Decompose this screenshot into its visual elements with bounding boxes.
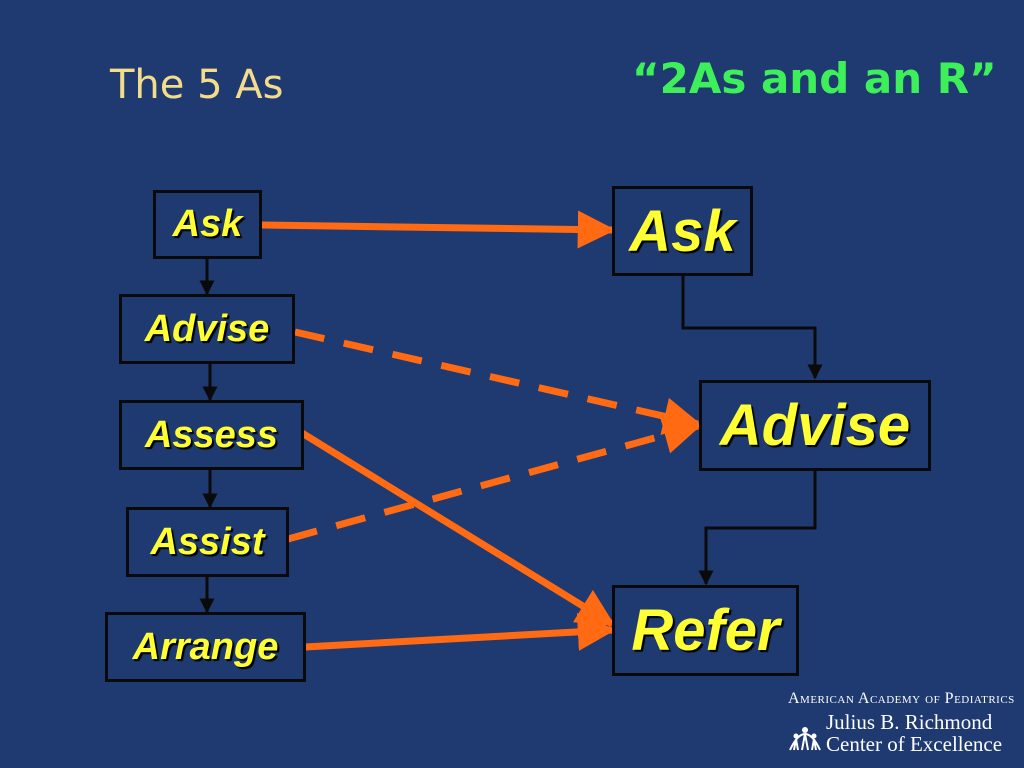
arrow-ask-to-ask — [261, 210, 616, 249]
node-right-ask-label: Ask — [629, 198, 736, 264]
node-right-ask: Ask — [612, 186, 753, 276]
node-left-arrange: Arrange — [105, 612, 306, 682]
arrow-advise-to-advise — [294, 328, 702, 435]
node-left-assess-label: Assess — [144, 413, 279, 456]
connector-right-ask-advise — [681, 275, 823, 380]
node-left-assess: Assess — [119, 400, 304, 470]
node-right-refer-label: Refer — [631, 598, 780, 663]
node-left-assist-label: Assist — [150, 520, 265, 563]
node-left-ask-label: Ask — [172, 203, 243, 245]
logo-organization: American Academy of Pediatrics — [788, 690, 1015, 707]
node-left-assist: Assist — [126, 507, 289, 577]
logo-center-line2: Center of Excellence — [826, 732, 1003, 756]
connector-right-advise-refer — [698, 470, 817, 586]
title-5as: The 5 As — [110, 62, 284, 108]
node-right-advise: Advise — [699, 380, 931, 471]
node-left-advise-label: Advise — [144, 307, 270, 350]
arrow-arrange-to-refer — [304, 612, 616, 651]
node-right-advise-label: Advise — [719, 393, 911, 458]
node-left-advise: Advise — [119, 294, 295, 364]
family-emblem-icon — [789, 727, 821, 751]
node-right-refer: Refer — [612, 585, 799, 676]
node-left-ask: Ask — [153, 190, 262, 259]
arrow-assess-to-refer — [300, 430, 616, 627]
title-2as-and-an-r: “2As and an R” — [632, 54, 997, 103]
arrow-assist-to-advise — [287, 416, 702, 543]
logo-center-line1: Julius B. Richmond — [826, 710, 993, 734]
node-left-arrange-label: Arrange — [132, 625, 279, 668]
aap-richmond-logo: American Academy of Pediatrics Julius B.… — [786, 690, 1016, 760]
